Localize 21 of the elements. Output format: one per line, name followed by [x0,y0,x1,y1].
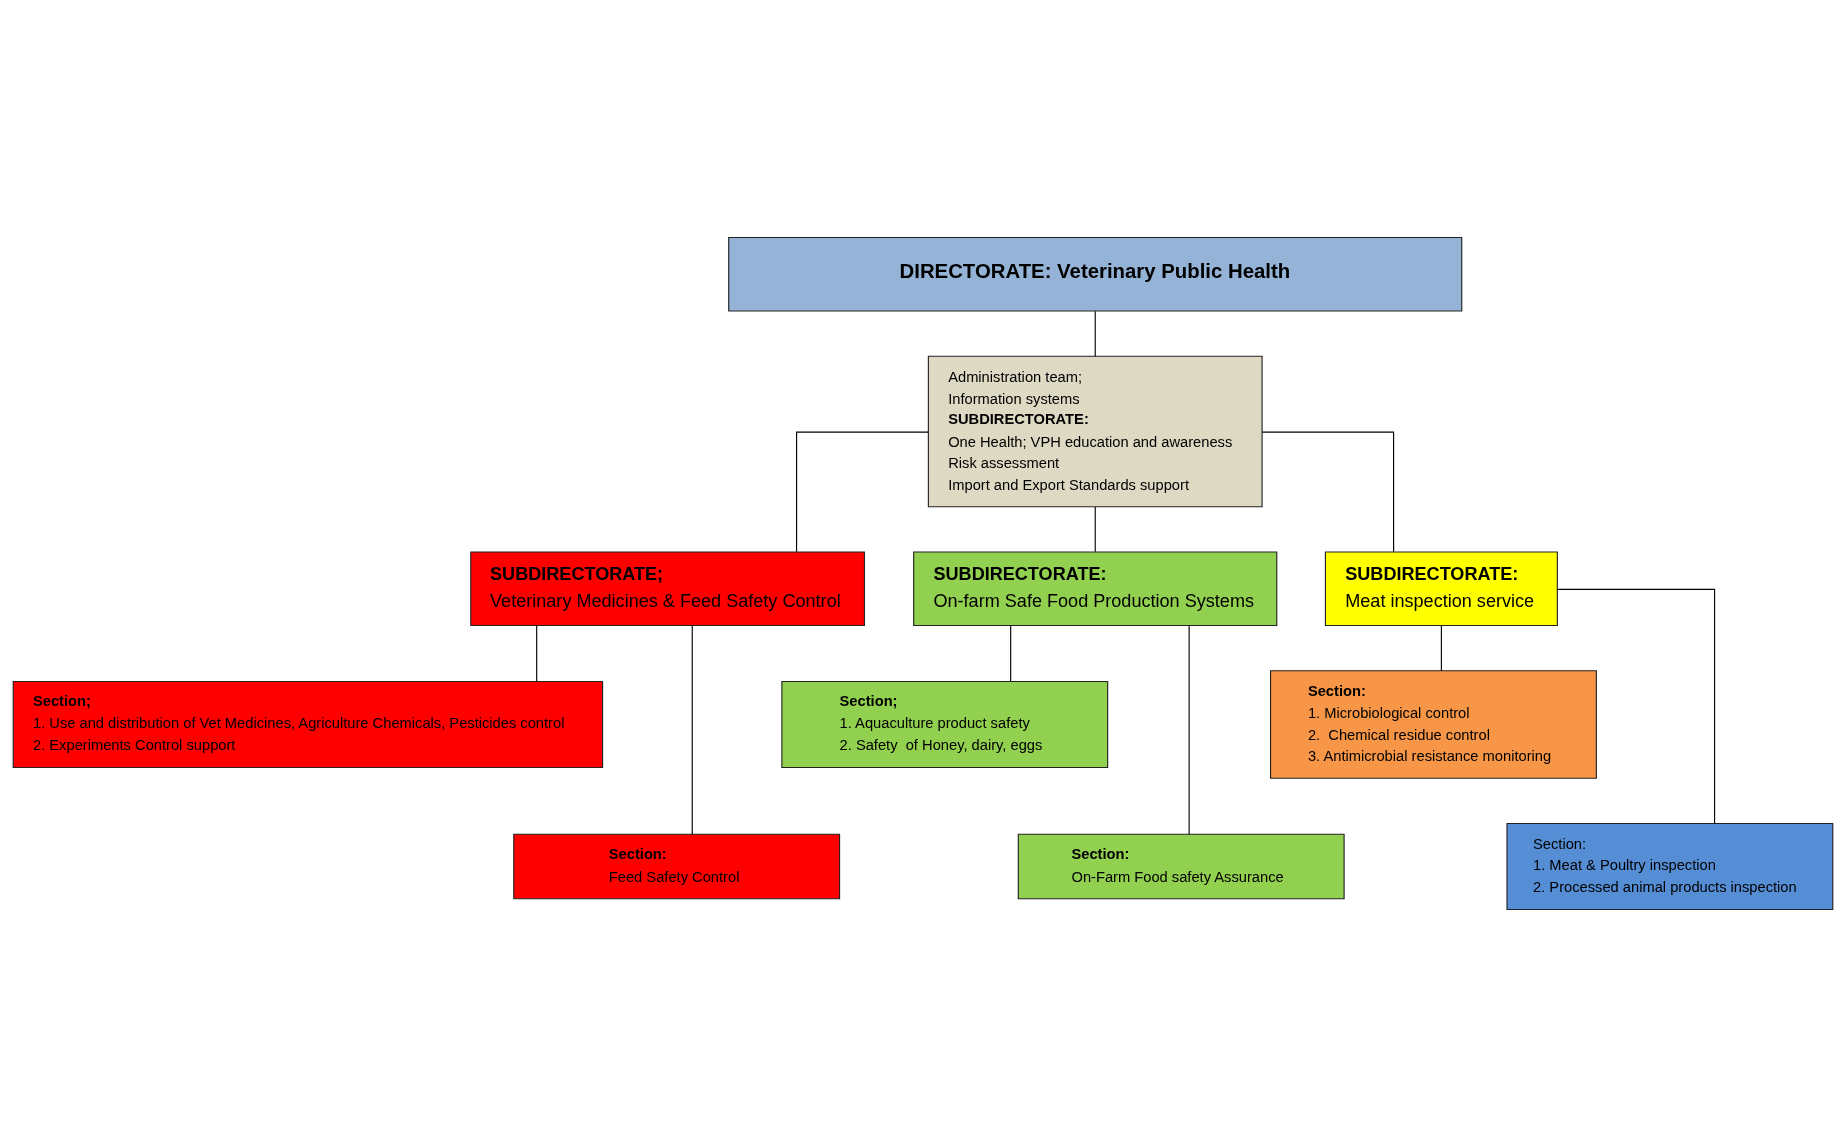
connector [1440,624,1442,671]
connector [796,431,929,552]
connector [1188,624,1190,835]
node-box: DIRECTORATE: Veterinary Public Health [728,236,1463,312]
node-box: SUBDIRECTORATE: On-farm Safe Food Production Systems [913,550,1278,626]
connector [691,624,693,835]
node-box: SUBDIRECTORATE; Veterinary Medicines & Feed Safety Control [470,550,866,626]
node-box: Administration team; Information systems SUBDIRECTORATE: One Health; VPH education and awareness Risk assessment Import and Export Standards support [927,355,1263,507]
node-box: Section: Feed Safety Control [513,833,841,899]
node-box: Section: 1. Microbiological control 2. Chemical residue control 3. Antimicrobial resistance monitoring [1270,669,1597,779]
connector [1094,310,1096,357]
connector [1010,624,1012,682]
connector [1557,588,1716,824]
node-box: Section: 1. Meat & Poultry inspection 2. Processed animal products inspection [1506,822,1834,910]
node-box: Section; 1. Use and distribution of Vet Medicines, Agriculture Chemicals, Pesticides control 2. Experiments Control support [12,680,604,768]
node-box: Section: On-Farm Food safety Assurance [1017,833,1345,899]
connector [536,624,538,682]
connector [1261,431,1395,552]
node-box: Section; 1. Aquaculture product safety 2. Safety of Honey, dairy, eggs [781,680,1109,768]
connector [1094,505,1096,552]
node-box: SUBDIRECTORATE: Meat inspection service [1324,550,1558,626]
